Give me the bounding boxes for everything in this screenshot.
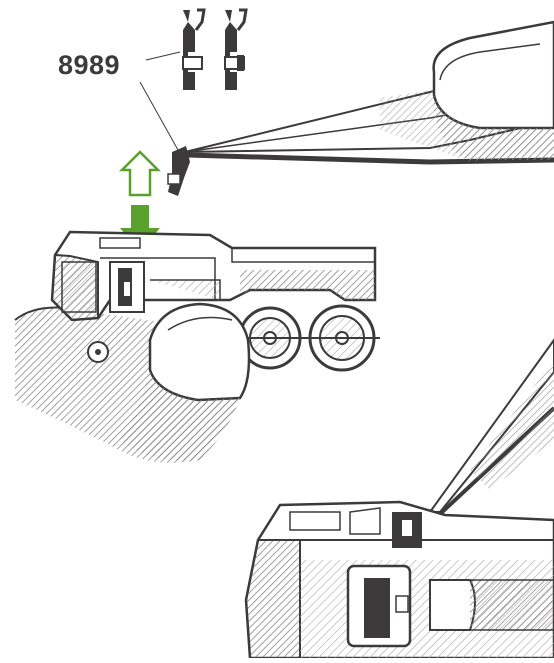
brush-part-side-view	[224, 8, 248, 90]
tweezers-top	[139, 20, 554, 196]
remove-arrow-icon	[118, 150, 162, 197]
side-gear	[87, 341, 109, 363]
brush-slot-lower	[346, 564, 412, 648]
part-number-label: 8989	[58, 50, 121, 80]
held-part-leader-line	[139, 81, 179, 151]
brush-part-front-view	[182, 8, 206, 90]
thumb-icon	[432, 20, 554, 160]
brush-part-detail-views	[145, 8, 248, 90]
held-brush-part	[167, 146, 190, 196]
locomotive-chassis-closeup	[244, 338, 554, 660]
part-leader-line	[145, 51, 181, 61]
finger-icon	[120, 302, 251, 461]
locomotive-chassis-upper	[14, 230, 380, 463]
tweezers-bottom	[428, 338, 554, 516]
insert-arrow-icon	[120, 205, 160, 252]
